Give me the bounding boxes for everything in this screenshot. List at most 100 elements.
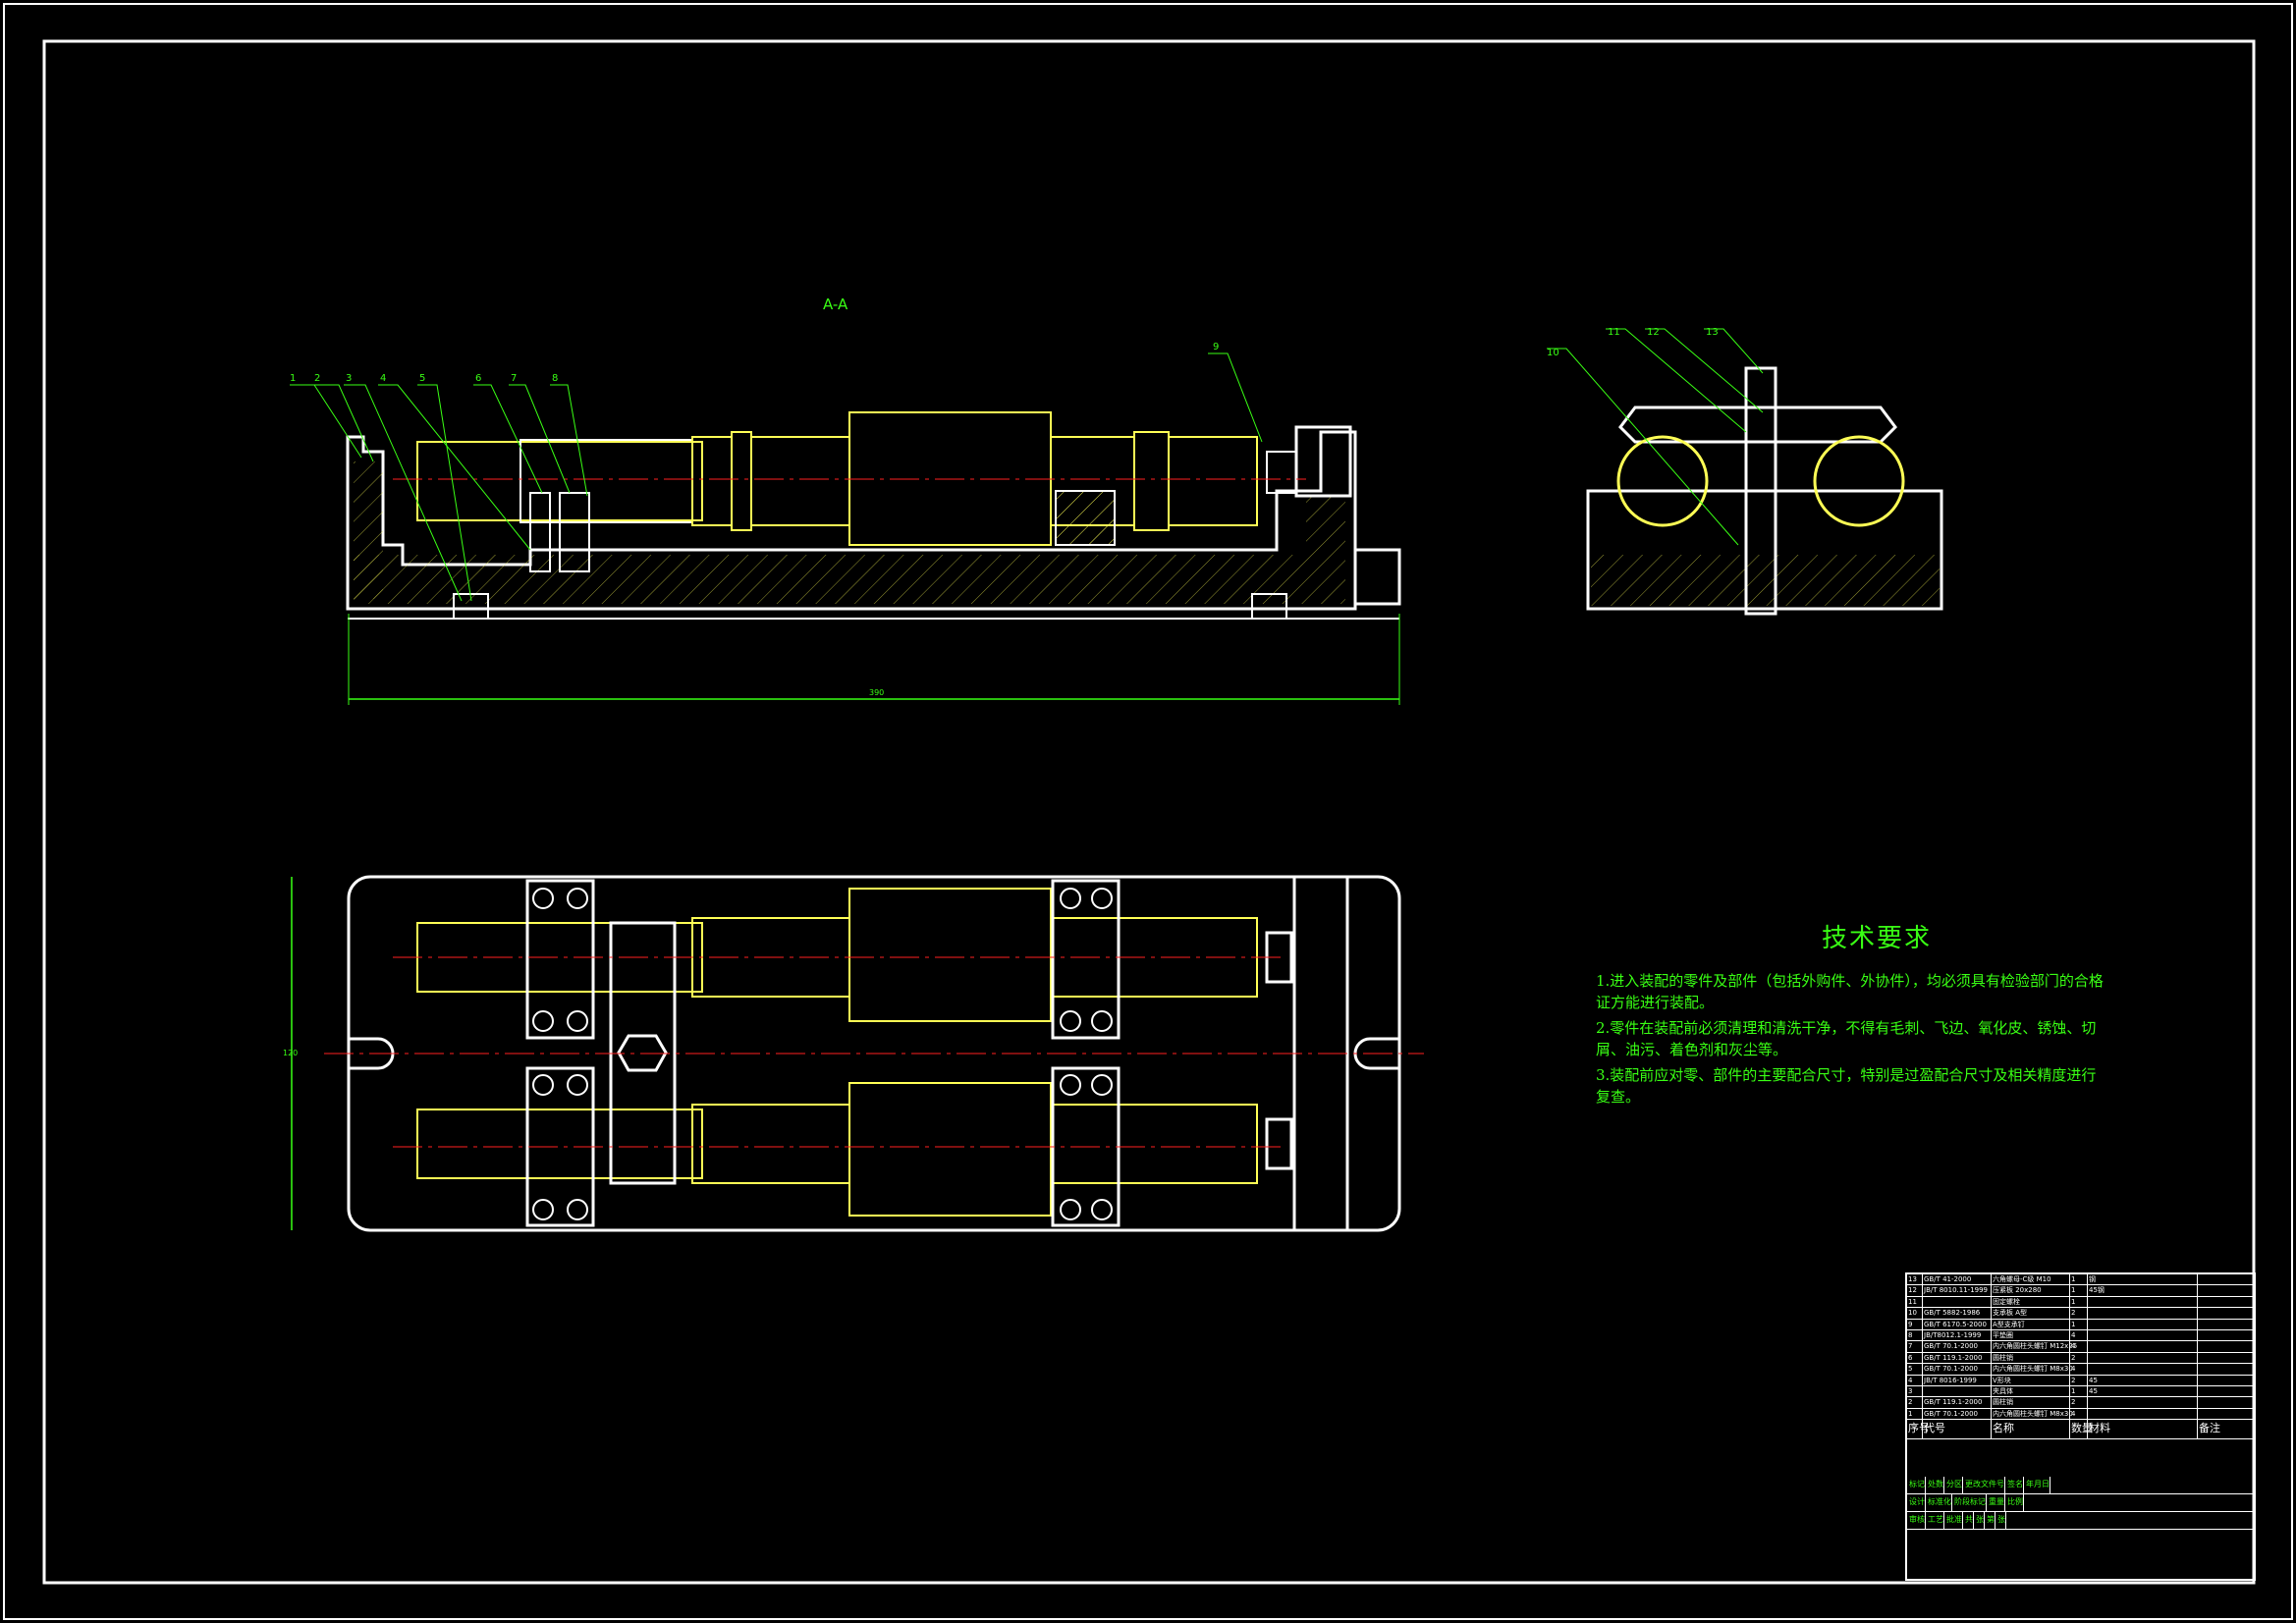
bom-qty: 2 (2070, 1397, 2088, 1408)
bom-header-remark: 备注 (2199, 1422, 2220, 1435)
tech-item-1: 1.进入装配的零件及部件（包括外购件、外协件），均必须具有检验部门的合格证方能进… (1596, 972, 2104, 1011)
leader-2: 2 (314, 373, 320, 384)
sig-row: 标记 处数 分区 更改文件号 签名 年月日 (1907, 1477, 2256, 1494)
label-date: 年月日 (2024, 1477, 2050, 1493)
sheet-inner-border (42, 39, 2256, 1585)
sig-row: 审核 工艺 批准 共 张 第 张 (1907, 1512, 2256, 1530)
label-weight: 重量 (1987, 1494, 2005, 1511)
sig-row: 设计 标准化 阶段标记 重量 比例 (1907, 1494, 2256, 1512)
bom-no: 10 (1907, 1308, 1923, 1319)
bom-code: GB/T 70.1-2000 (1923, 1341, 1992, 1352)
label-sheet: 张 (1974, 1512, 1985, 1529)
label-zone: 分区 (1944, 1477, 1963, 1493)
bom-no: 8 (1907, 1329, 1923, 1341)
bom-code: GB/T 119.1-2000 (1923, 1397, 1992, 1408)
bom-name: 夹具体 (1992, 1385, 2070, 1397)
bom-material (2088, 1308, 2198, 1319)
bom-no: 13 (1907, 1274, 1923, 1285)
bom-remark (2198, 1376, 2238, 1385)
bom-no: 11 (1907, 1296, 1923, 1308)
bom-name: V形块 (1992, 1375, 2070, 1385)
tech-item-3: 3.装配前应对零、部件的主要配合尺寸，特别是过盈配合尺寸及相关精度进行复查。 (1596, 1066, 2097, 1106)
technical-requirements: 技术要求 1.进入装配的零件及部件（包括外购件、外协件），均必须具有检验部门的合… (1596, 918, 2106, 1111)
signature-block: 标记 处数 分区 更改文件号 签名 年月日 设计 标准化 阶段标记 重量 比例 … (1907, 1477, 2256, 1581)
bom-header-code: 代号 (1923, 1420, 1992, 1439)
bom-no: 12 (1907, 1285, 1923, 1296)
bom-remark (2198, 1341, 2238, 1351)
bom-name: 压紧板 20x280 (1992, 1285, 2070, 1296)
label-total: 共 (1963, 1512, 1974, 1529)
bom-header-no: 序号 (1907, 1420, 1930, 1439)
bom-qty: 4 (2070, 1364, 2088, 1375)
bom-header-name: 名称 (1992, 1420, 2070, 1439)
bom-qty: 1 (2070, 1274, 2088, 1285)
top-view: 120 (283, 875, 1424, 1232)
label-design: 设计 (1907, 1494, 1926, 1511)
bom-code (1923, 1385, 1992, 1397)
bom-remark (2198, 1320, 2238, 1329)
bom-header-qty: 数量 (2070, 1420, 2093, 1439)
bom-name: 内六角圆柱头螺钉 M8x30 (1993, 1364, 2073, 1375)
bom-no: 6 (1907, 1352, 1923, 1364)
bom-no: 2 (1907, 1397, 1923, 1408)
leader-10: 10 (1547, 348, 1559, 358)
bom-code: GB/T 41-2000 (1923, 1274, 1992, 1285)
leader-13: 13 (1706, 327, 1719, 338)
bom-name: 六角螺母-C级 M10 (1992, 1274, 2070, 1285)
bom-header-material: 材料 (2088, 1420, 2198, 1439)
label-nth: 第 (1985, 1512, 1995, 1529)
bom-no: 7 (1907, 1341, 1923, 1352)
bom-header: 序号 代号 名称 数量 材料 备注 (1907, 1420, 2254, 1440)
bom-code: JB/T 8016-1999 (1923, 1375, 1992, 1385)
bom-remark (2198, 1274, 2238, 1284)
bom-material (2088, 1319, 2198, 1329)
bom-qty: 4 (2070, 1341, 2088, 1352)
bom-material (2088, 1296, 2198, 1308)
bom-no: 9 (1907, 1319, 1923, 1329)
label-change-doc: 更改文件号 (1963, 1477, 2005, 1493)
bom-material (2088, 1397, 2198, 1408)
bom-material (2088, 1364, 2198, 1375)
bom-name: A型支承钉 (1992, 1319, 2070, 1329)
bom-qty: 1 (2070, 1385, 2088, 1397)
bom-no: 1 (1907, 1408, 1923, 1420)
leader-1: 1 (290, 373, 296, 384)
bom-remark (2198, 1364, 2238, 1374)
bom-no: 3 (1907, 1385, 1923, 1397)
leader-5: 5 (419, 373, 425, 384)
label-sheet2: 张 (1995, 1512, 2006, 1529)
leader-8: 8 (552, 373, 558, 384)
bom-qty: 1 (2070, 1296, 2088, 1308)
bom-code: GB/T 6170.5-2000 (1923, 1319, 1992, 1329)
section-label: A-A (823, 296, 848, 313)
bom-code: JB/T 8010.11-1999 (1923, 1285, 1992, 1296)
label-mark: 标记 (1907, 1477, 1926, 1493)
label-sign: 签名 (2005, 1477, 2024, 1493)
bom-name: 支承板 A型 (1992, 1308, 2070, 1319)
leader-6: 6 (475, 373, 481, 384)
bom-remark (2198, 1308, 2238, 1318)
bom-name: 平垫圈 (1992, 1329, 2070, 1341)
bom-qty: 2 (2070, 1308, 2088, 1319)
label-review: 审核 (1907, 1512, 1926, 1529)
label-stage: 阶段标记 (1952, 1494, 1987, 1511)
label-scale: 比例 (2005, 1494, 2024, 1511)
bom-material: 45 (2088, 1375, 2198, 1385)
bom-code: GB/T 70.1-2000 (1923, 1408, 1992, 1420)
leader-4: 4 (380, 373, 386, 384)
bom-no: 4 (1907, 1375, 1923, 1385)
side-view: 10 11 12 13 (1547, 327, 1943, 616)
leader-9: 9 (1213, 342, 1219, 352)
tech-title: 技术要求 (1822, 924, 1933, 953)
bom-qty: 2 (2070, 1352, 2088, 1364)
bom-remark (2198, 1297, 2238, 1307)
